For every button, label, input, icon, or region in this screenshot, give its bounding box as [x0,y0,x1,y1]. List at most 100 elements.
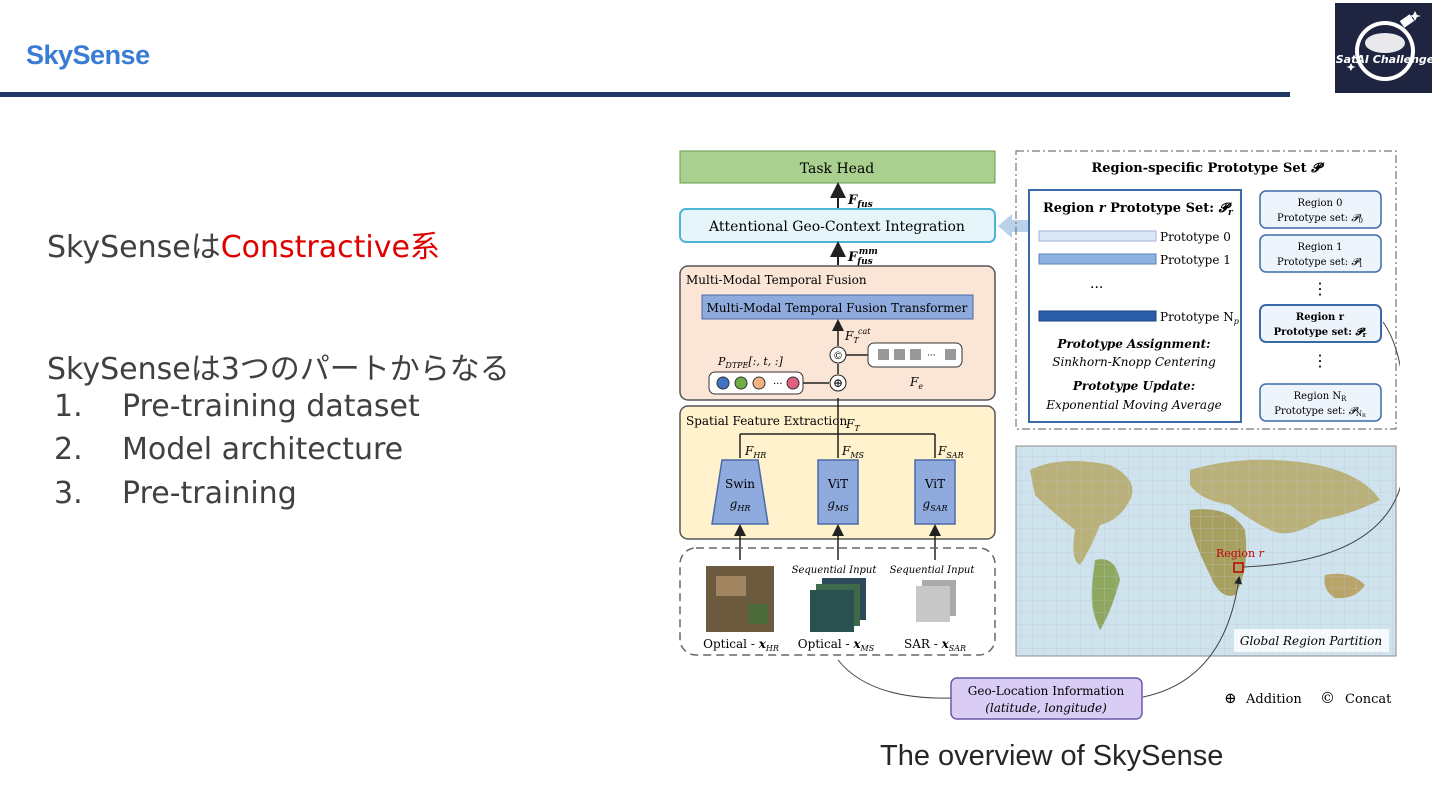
f-fus-mm-label: Ffusmm [847,247,878,267]
parts-statement: SkySenseは3つのパートからなる [47,352,510,387]
region-1-set: Prototype set: 𝓟1 [1277,257,1363,269]
mmtf-title: Multi-Modal Temporal Fusion [686,273,867,287]
mmtf-transformer-box [701,294,974,320]
addition-symbol: ⊕ [833,376,843,390]
region-1-box [1259,234,1382,273]
prototype-bar [1038,230,1157,242]
map-caption: Global Region Partition [1240,634,1382,648]
vit-ms-label: ViT [827,477,848,491]
vit-sar-encoder [914,459,956,525]
region-vdots: ⋮ [1312,279,1328,298]
map-grid [1016,446,1396,656]
skysense-architecture-diagram: Task Head Ffus Attentional Geo-Context I… [675,148,1407,723]
list-label: Pre-training [122,476,297,511]
g-ms-label: gMS [827,497,849,513]
sfe-title: Spatial Feature Extraction [686,414,847,428]
diagram-svg: Task Head Ffus Attentional Geo-Context I… [679,150,1407,720]
prototype-np-label: Prototype Np [1160,310,1239,326]
g-sar-label: gSAR [923,497,948,513]
ft-cat-label: FTcat [844,327,871,345]
f-hr-label: FHR [744,444,766,460]
list-number: 2. [54,432,83,467]
region-1-name: Region 1 [1297,242,1342,253]
list-label: Model architecture [122,432,404,467]
addition-node-icon [829,374,847,392]
geo-map-link [1142,576,1243,698]
ft-label: FT [845,417,860,433]
region-nr-set: Prototype set: 𝓟NR [1274,406,1366,419]
geo-input-link [837,659,952,699]
concat-symbol: © [833,351,843,362]
region-vdots: ⋮ [1312,351,1328,370]
assignment-desc: Sinkhorn-Knopp Centering [1052,355,1216,369]
logo-icon: SatAI Challenge [1336,11,1435,81]
sar-thumbnail [916,586,950,622]
prototype-bar [1038,253,1157,265]
f-fus-label: Ffus [847,193,873,210]
header-divider [0,92,1290,97]
vit-sar-label: ViT [924,477,945,491]
svg-text:···: ··· [773,379,783,390]
seq-input-sar: Sequential Input [890,565,976,576]
region-0-box [1259,190,1382,229]
satai-challenge-logo: SatAI Challenge [1335,3,1435,93]
prototype-1-label: Prototype 1 [1160,253,1231,267]
f-sar-label: FSAR [937,444,964,460]
prototype-ellipsis: ··· [1090,280,1103,296]
legend-concat-icon: © [1320,689,1335,707]
context-arrow [998,214,1030,238]
svg-text:···: ··· [927,351,936,361]
region-r-box [1259,304,1382,343]
list-number: 3. [54,476,83,511]
region-0-name: Region 0 [1297,198,1342,209]
input-hr-label: Optical - xHR [703,637,779,653]
swin-encoder [711,459,769,525]
prototype-0-label: Prototype 0 [1160,230,1231,244]
input-ms-label: Optical - xMS [798,637,875,653]
legend-concat-label: Concat [1345,692,1392,707]
statement-prefix: SkySenseは [47,230,221,265]
geo-location-title: Geo-Location Information [968,684,1125,698]
region-0-set: Prototype set: 𝓟0 [1277,213,1363,225]
input-sar-label: SAR - xSAR [904,637,966,653]
f-ms-label: FMS [841,444,865,460]
vit-ms-encoder [817,459,859,525]
diagram-caption: The overview of SkySense [880,740,1224,772]
list-item: 2. Model architecture [54,432,403,467]
mmtf-transformer-label: Multi-Modal Temporal Fusion Transformer [707,301,968,315]
update-desc: Exponential Moving Average [1045,398,1222,412]
map-region-label: Region r [1216,547,1265,560]
slide-title: SkySense [26,40,150,70]
assignment-title: Prototype Assignment: [1056,337,1210,351]
region-r-prototype-box [1028,189,1242,423]
map-caption-bg [1234,629,1389,652]
task-head-box [679,150,996,184]
fe-label: Fe [909,375,923,391]
update-title: Prototype Update: [1072,379,1195,393]
optical-ms-thumbnail [810,590,854,632]
map-region-marker [1233,562,1244,573]
swin-label: Swin [725,477,755,491]
p-dtpe-label: PDTPE[:, t, :] [717,355,784,370]
inputs-group [679,547,996,656]
list-item: 1. Pre-training dataset [54,389,420,424]
prototype-set-title: Region-specific Prototype Set 𝓟 [1091,161,1325,176]
prototype-set-panel [1015,150,1397,430]
logo-text: SatAI Challenge [1336,53,1432,66]
prototype-bar [1038,310,1157,322]
seq-input-ms: Sequential Input [792,565,878,576]
geo-location-coords: (latitude, longitude) [985,701,1107,715]
list-item: 3. Pre-training [54,476,297,511]
task-head-label: Task Head [800,161,875,177]
g-hr-label: gHR [730,497,751,513]
statement-accent: Constractive系 [220,230,440,265]
region-r-name: Region r [1296,312,1345,323]
region-r-set: Prototype set: 𝓟r [1274,327,1367,339]
geo-location-box [950,677,1143,720]
legend-addition-icon: ⊕ [1224,689,1237,707]
list-number: 1. [54,389,83,424]
legend-addition-label: Addition [1245,692,1302,707]
region-nr-name: Region NR [1294,391,1347,403]
region-nr-box [1259,383,1382,422]
list-label: Pre-training dataset [122,389,420,424]
